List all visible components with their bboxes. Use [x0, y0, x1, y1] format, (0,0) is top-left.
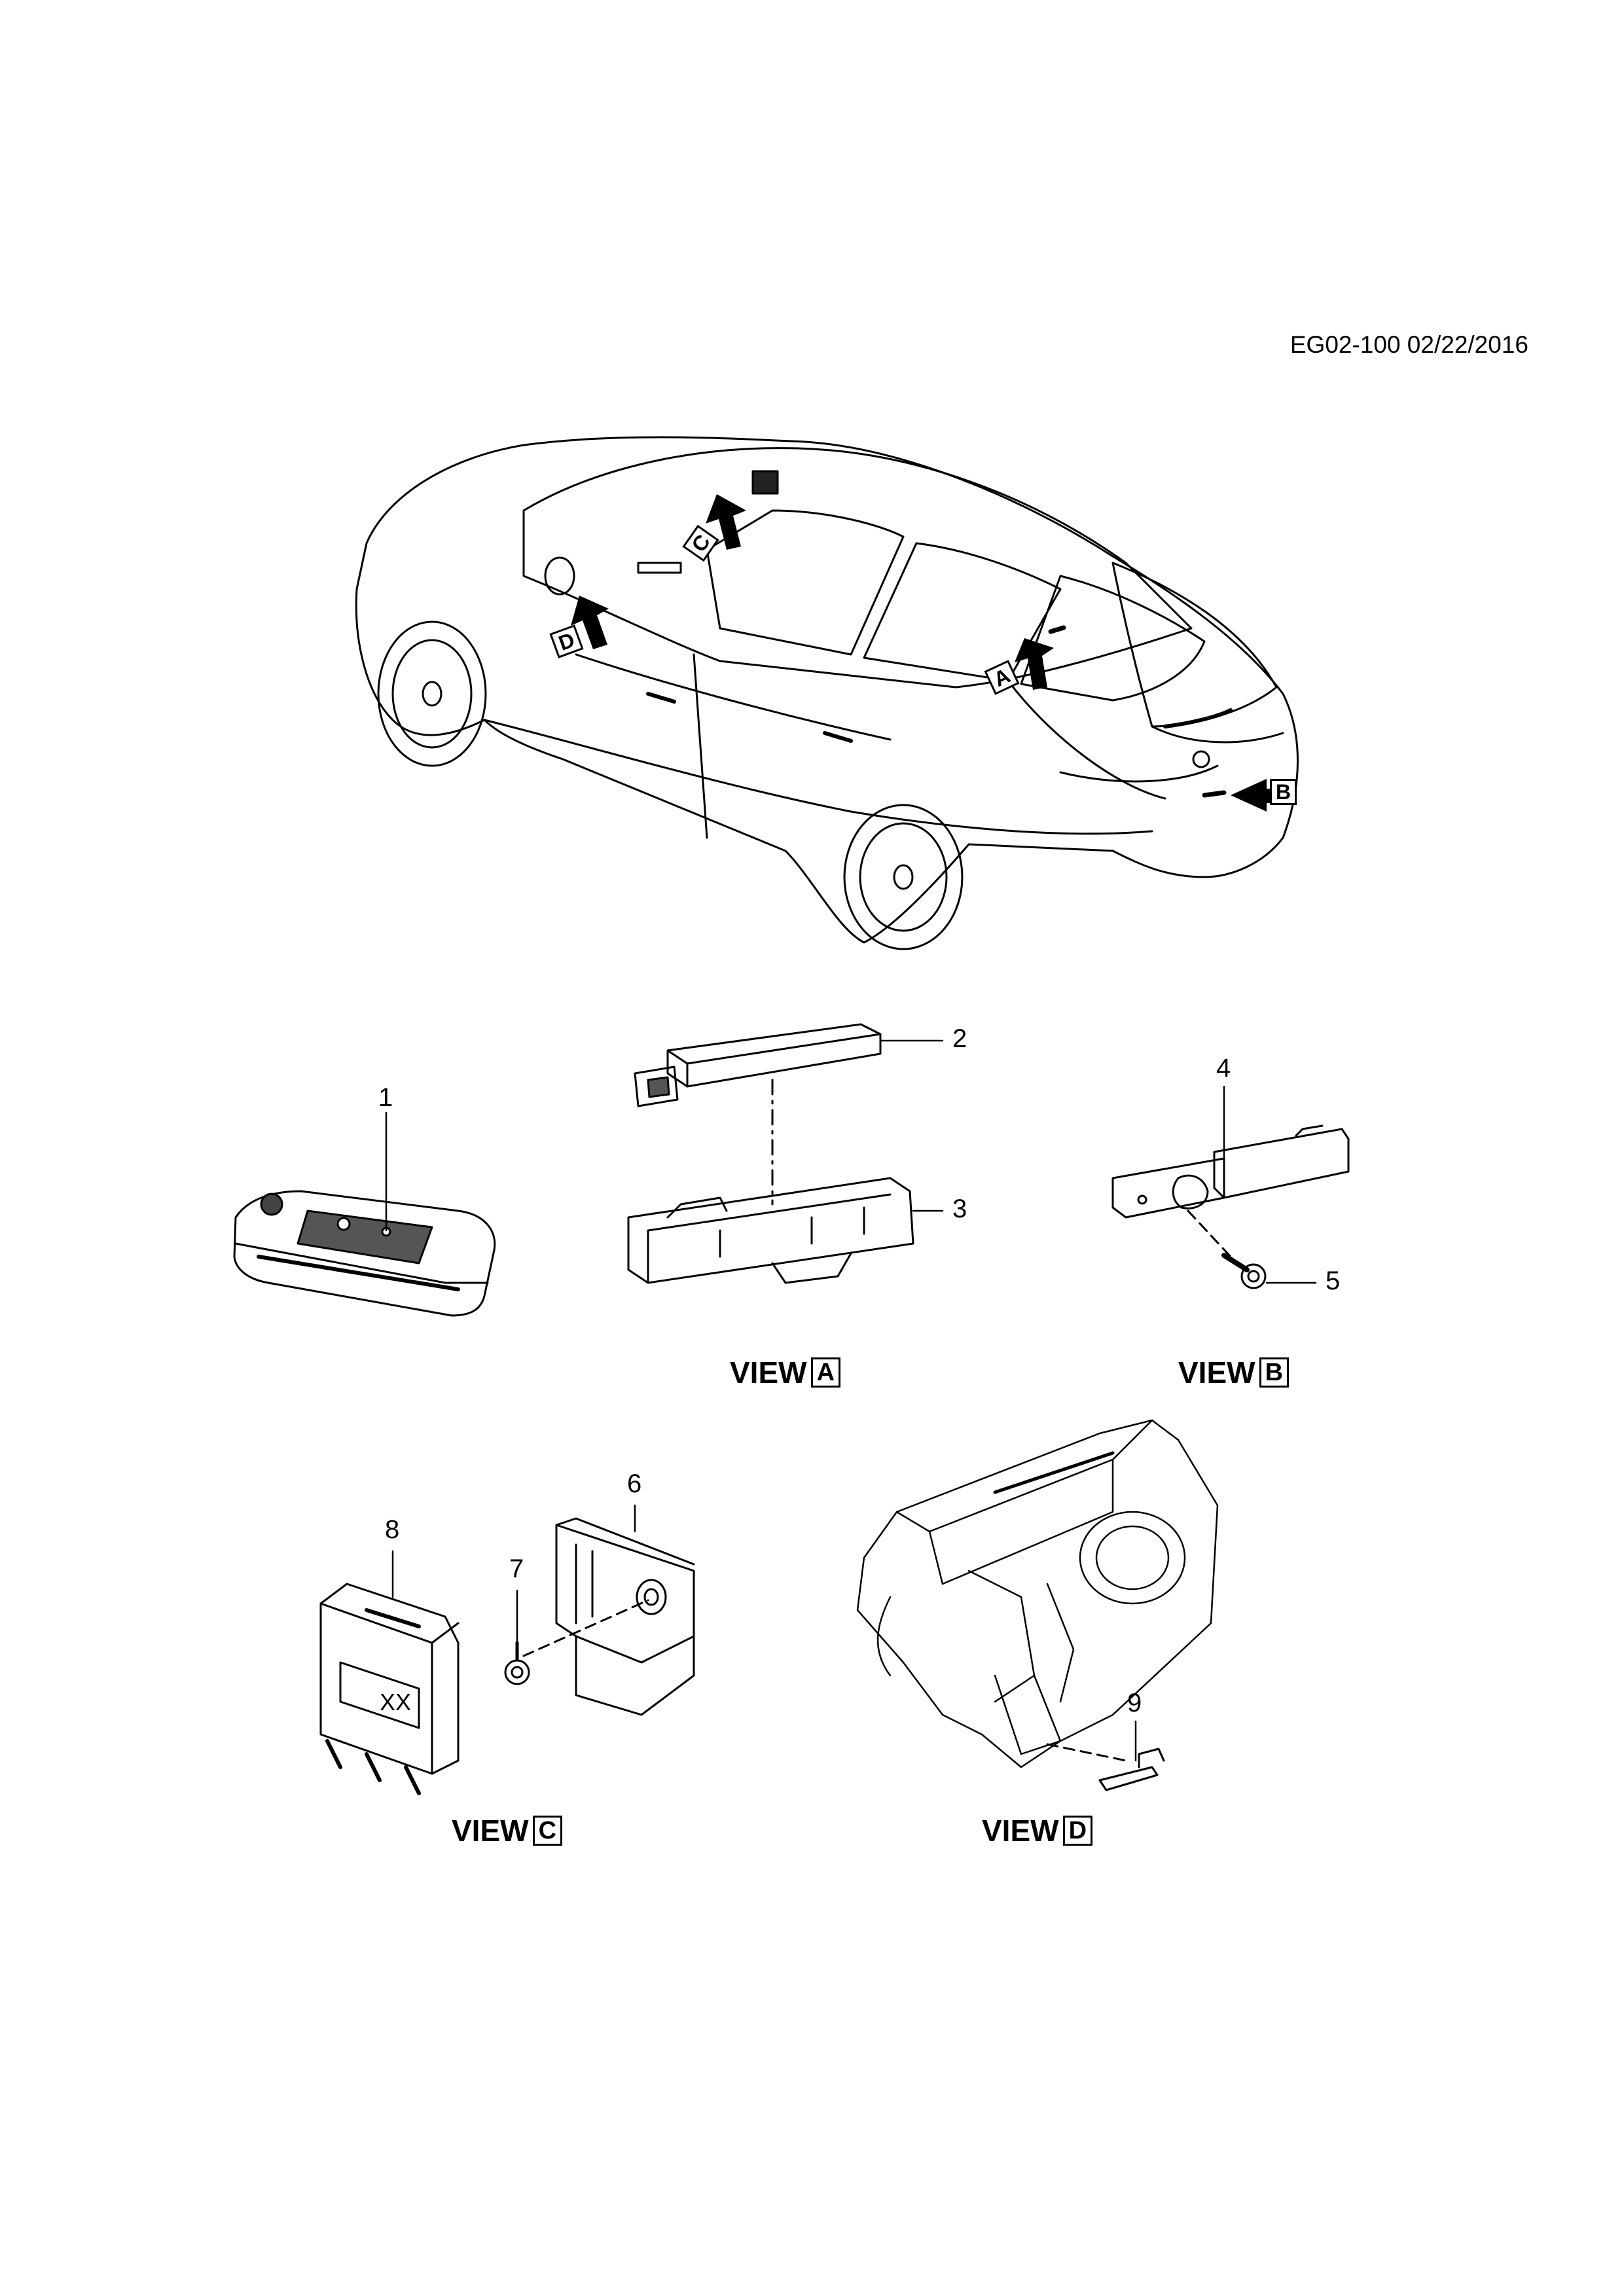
leader-lines — [385, 1039, 1317, 1762]
document-id: EG02-100 02/22/2016 — [1290, 331, 1528, 358]
antenna-module — [634, 1023, 882, 1107]
arrow-d — [571, 596, 609, 649]
car-illustration — [355, 436, 1299, 950]
view-title-c: VIEW C — [452, 1813, 563, 1848]
callout-7: 7 — [509, 1554, 524, 1583]
view-title-b-letter: B — [1259, 1357, 1290, 1388]
callout-3: 3 — [952, 1194, 967, 1223]
hvac-unit — [856, 1419, 1219, 1768]
nut — [504, 1641, 530, 1685]
callout-5: 5 — [1326, 1266, 1341, 1295]
view-title-c-letter: C — [532, 1816, 563, 1846]
callout-1: 1 — [378, 1083, 393, 1112]
module-bracket — [555, 1517, 695, 1716]
arrow-label-b: B — [1270, 779, 1297, 805]
callout-9: 9 — [1127, 1689, 1142, 1717]
callout-4: 4 — [1216, 1054, 1231, 1083]
screw — [1221, 1253, 1267, 1289]
view-title-b-prefix: VIEW — [1178, 1355, 1255, 1390]
view-title-c-prefix: VIEW — [452, 1814, 529, 1848]
location-arrows — [571, 494, 1286, 812]
view-title-a-prefix: VIEW — [730, 1355, 807, 1390]
arrow-c — [706, 494, 746, 550]
view-title-d-prefix: VIEW — [982, 1814, 1059, 1848]
module-label: XX — [380, 1689, 411, 1715]
arrow-b — [1231, 779, 1267, 812]
arrow-a — [1015, 638, 1054, 690]
callout-2: 2 — [952, 1024, 967, 1053]
view-title-a-letter: A — [810, 1357, 841, 1388]
callout-8: 8 — [385, 1515, 400, 1544]
view-title-a: VIEW A — [730, 1355, 841, 1390]
rear-antenna — [1111, 1124, 1350, 1219]
control-module — [319, 1583, 460, 1795]
callout-6: 6 — [627, 1469, 642, 1498]
key-fob — [233, 1190, 496, 1317]
sensor — [1098, 1748, 1165, 1791]
view-title-b: VIEW B — [1178, 1355, 1290, 1390]
view-title-d: VIEW D — [982, 1813, 1093, 1848]
bracket — [627, 1177, 914, 1284]
view-title-d-letter: D — [1062, 1816, 1093, 1846]
